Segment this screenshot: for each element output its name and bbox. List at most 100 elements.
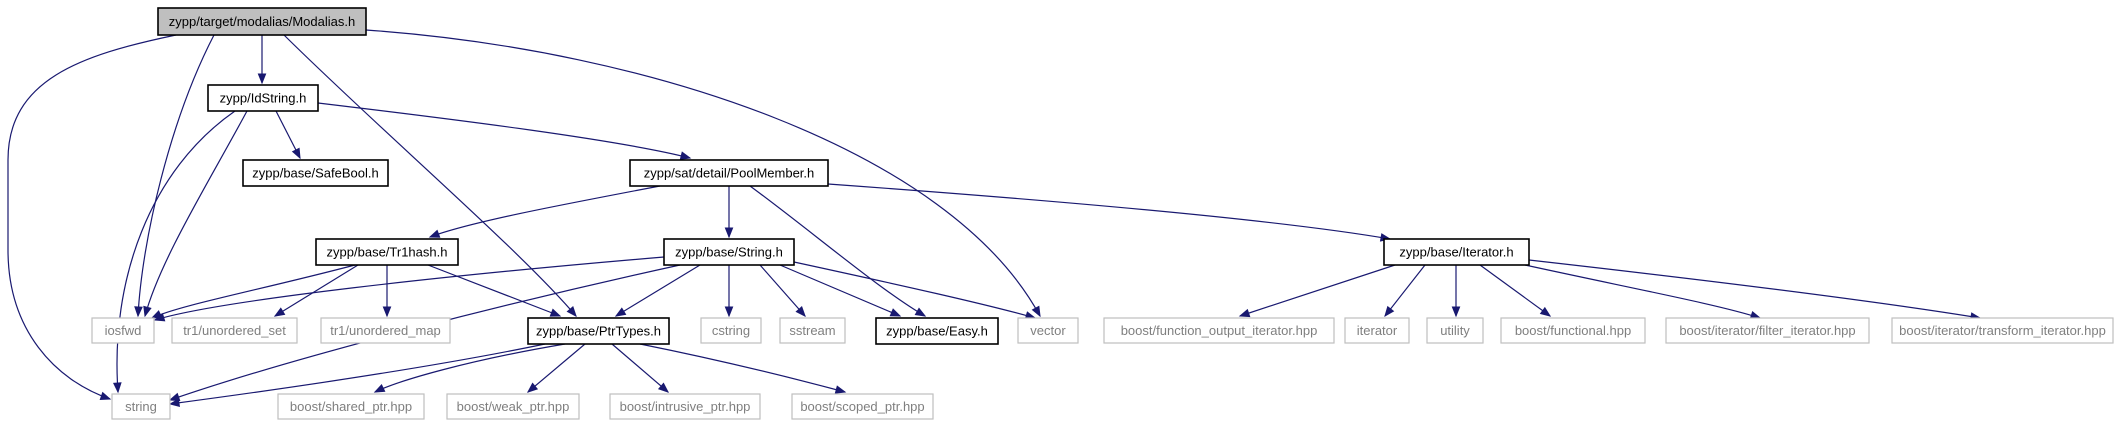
node-box (91, 317, 155, 344)
edge-ptrtypes-to-shared_ptr (373, 343, 566, 393)
arrow-head (273, 307, 286, 317)
edge-modalias-to-vector (365, 29, 1041, 318)
edge-line (427, 264, 561, 317)
node-modalias[interactable]: zypp/target/modalias/Modalias.h (157, 7, 367, 36)
edge-line (827, 183, 1391, 240)
node-box (320, 317, 451, 344)
edge-line (1384, 264, 1426, 317)
node-box (1665, 317, 1870, 344)
node-label: vector (1030, 323, 1066, 338)
node-box (171, 317, 298, 344)
node-box[interactable] (242, 159, 389, 187)
node-label: zypp/IdString.h (220, 91, 307, 106)
arrow-head (679, 151, 692, 160)
node-vector: vector (1017, 317, 1079, 344)
arrow-head (724, 227, 734, 239)
edge-string_h-to-sstream (759, 264, 806, 318)
edge-line (1524, 264, 1761, 319)
node-label: boost/shared_ptr.hpp (290, 399, 412, 414)
node-label: iosfwd (105, 323, 142, 338)
arrow-head (291, 147, 301, 160)
arrow-head (153, 313, 166, 322)
node-box (1103, 317, 1335, 344)
edge-idstring-to-poolmember (317, 102, 692, 160)
edge-modalias-to-ptrtypes (283, 34, 577, 318)
edge-line (283, 34, 577, 317)
node-label: sstream (789, 323, 835, 338)
arrow-head (143, 305, 152, 318)
arrow-head (1238, 308, 1251, 318)
arrow-head (134, 306, 143, 318)
edge-ptrtypes-to-weak_ptr (526, 343, 586, 393)
node-box[interactable] (157, 7, 367, 36)
node-iterator_h[interactable]: zypp/base/Iterator.h (1383, 238, 1530, 266)
edge-string_h-to-easy (779, 264, 902, 317)
node-easy[interactable]: zypp/base/Easy.h (875, 317, 999, 345)
edge-modalias-to-string (7, 34, 177, 400)
node-box (1891, 317, 2114, 344)
node-box[interactable] (315, 238, 459, 266)
arrow-head (1539, 306, 1552, 317)
arrow-head (1384, 305, 1395, 318)
arrow-head (168, 392, 181, 401)
edge-iterator_h-to-func_out_iter (1238, 264, 1396, 318)
edge-string_h-to-vector (793, 261, 1037, 320)
edge-tr1hash-to-unordered_set (273, 264, 359, 317)
edge-iterator_h-to-transform_iter (1528, 259, 1982, 321)
node-iosfwd: iosfwd (91, 317, 155, 344)
node-label: boost/function_output_iterator.hpp (1121, 323, 1318, 338)
node-label: cstring (712, 323, 750, 338)
node-label: zypp/base/Tr1hash.h (327, 245, 448, 260)
edge-line (1239, 264, 1396, 317)
node-box[interactable] (1383, 238, 1530, 266)
node-intrusive_ptr: boost/intrusive_ptr.hpp (609, 393, 761, 420)
node-ptrtypes[interactable]: zypp/base/PtrTypes.h (527, 317, 670, 345)
arrow-head (526, 382, 539, 393)
edge-iterator_h-to-utility (1451, 265, 1461, 318)
node-unordered_set: tr1/unordered_set (171, 317, 298, 344)
node-box (779, 317, 846, 344)
node-poolmember[interactable]: zypp/sat/detail/PoolMember.h (629, 159, 829, 187)
edge-string_h-to-iosfwd (153, 256, 665, 322)
arrow-head (795, 306, 806, 318)
node-label: utility (1440, 323, 1470, 338)
edge-line (7, 34, 177, 400)
arrow-head (549, 308, 562, 317)
arrow-head (1451, 306, 1461, 318)
node-tr1hash[interactable]: zypp/base/Tr1hash.h (315, 238, 459, 266)
node-box[interactable] (629, 159, 829, 187)
nodes-layer: zypp/target/modalias/Modalias.h zypp/IdSt… (91, 7, 2114, 420)
node-box (700, 317, 762, 344)
node-label: iterator (1357, 323, 1398, 338)
edge-line (374, 343, 566, 393)
edge-string_h-to-ptrtypes (614, 264, 701, 317)
edge-string_h-to-cstring (724, 265, 734, 318)
edge-line (365, 29, 1041, 317)
edge-iterator_h-to-functional (1479, 264, 1552, 317)
edge-line (169, 343, 546, 405)
edges-layer (7, 29, 1982, 408)
node-label: tr1/unordered_map (330, 323, 441, 338)
edge-line (639, 343, 846, 393)
node-iterator: iterator (1344, 317, 1410, 344)
node-string_h[interactable]: zypp/base/String.h (663, 238, 795, 266)
edge-tr1hash-to-unordered_map (382, 265, 392, 318)
node-shared_ptr: boost/shared_ptr.hpp (277, 393, 425, 420)
node-label: zypp/base/Iterator.h (1399, 245, 1513, 260)
node-label: boost/intrusive_ptr.hpp (620, 399, 751, 414)
node-box[interactable] (527, 317, 670, 345)
node-label: zypp/sat/detail/PoolMember.h (644, 166, 815, 181)
node-idstring[interactable]: zypp/IdString.h (207, 84, 319, 112)
node-safebool[interactable]: zypp/base/SafeBool.h (242, 159, 389, 187)
node-box[interactable] (207, 84, 319, 112)
node-utility: utility (1426, 317, 1484, 344)
arrow-head (257, 73, 267, 85)
node-box[interactable] (875, 317, 999, 345)
edge-line (1479, 264, 1551, 317)
arrow-head (1031, 305, 1041, 318)
edge-line (1528, 259, 1981, 319)
edge-iterator_h-to-iterator (1384, 264, 1426, 318)
arrow-head (566, 305, 577, 318)
node-box[interactable] (663, 238, 795, 266)
